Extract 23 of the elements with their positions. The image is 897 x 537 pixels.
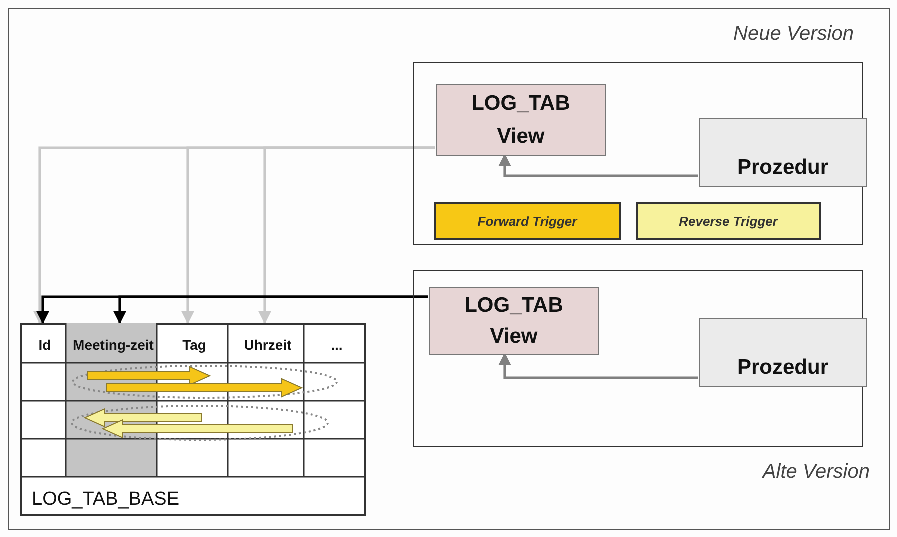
- block-arrow: [102, 419, 294, 439]
- column-header-cell: Uhrzeit: [230, 325, 306, 365]
- trigger-box: Reverse Trigger: [636, 202, 821, 240]
- block-arrow: [88, 366, 212, 386]
- block-arrow: [106, 378, 304, 398]
- version-label: Alte Version: [762, 461, 870, 484]
- block-arrow: [84, 408, 202, 428]
- arrow: [258, 146, 435, 324]
- procedure-box: Prozedur: [699, 118, 867, 187]
- table-name: LOG_TAB_BASE: [32, 489, 180, 511]
- table: [20, 323, 366, 516]
- view-box: LOG_TAB View: [429, 287, 599, 355]
- column-header-cell: ...: [306, 325, 368, 365]
- version-label: Neue Version: [734, 23, 854, 46]
- column-header-cell: Id: [22, 325, 68, 365]
- arrow: [498, 154, 698, 178]
- view-box: LOG_TAB View: [436, 84, 606, 156]
- arrow: [114, 296, 428, 324]
- arrow: [498, 352, 698, 380]
- procedure-box: Prozedur: [699, 318, 867, 387]
- column-header-cell: Meeting-zeit: [68, 325, 159, 365]
- column-header-cell: Tag: [159, 325, 230, 365]
- trigger-box: Forward Trigger: [434, 202, 621, 240]
